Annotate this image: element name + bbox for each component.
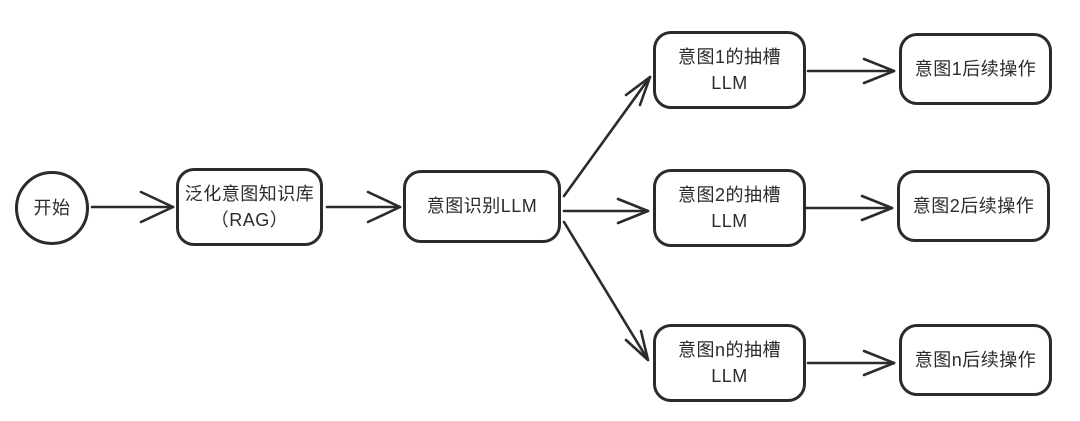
arrow-slotn-to-actionn	[806, 349, 896, 377]
node-start-label: 开始	[33, 197, 71, 218]
node-action2-label: 意图2后续操作	[912, 195, 1035, 216]
node-actionn-label: 意图n后续操作	[914, 349, 1037, 370]
arrow-rag-to-intent-llm	[325, 190, 402, 224]
node-action-n: 意图n后续操作	[899, 324, 1052, 396]
node-slot2-label-line1: 意图2的抽槽	[677, 184, 781, 205]
node-slot-llm-n: 意图n的抽槽 LLM	[653, 324, 806, 402]
node-rag-label-line2: （RAG）	[210, 210, 289, 230]
node-slotn-label-line1: 意图n的抽槽	[677, 339, 781, 360]
arrow-slot2-to-action2	[804, 194, 894, 222]
arrow-intent-to-slot2	[562, 197, 650, 225]
node-rag-knowledge-base: 泛化意图知识库 （RAG）	[176, 168, 323, 246]
node-slotn-label-line2: LLM	[711, 366, 748, 386]
node-slot1-label-line1: 意图1的抽槽	[677, 46, 781, 67]
node-start: 开始	[15, 171, 89, 245]
node-slot-llm-2: 意图2的抽槽 LLM	[653, 169, 806, 247]
node-intent-llm-label: 意图识别LLM	[426, 196, 538, 217]
node-slot1-label-line2: LLM	[711, 73, 748, 93]
arrow-start-to-rag	[90, 190, 175, 224]
node-action-1: 意图1后续操作	[899, 33, 1052, 105]
node-rag-label-line1: 泛化意图知识库	[184, 183, 315, 204]
arrow-intent-to-slot1	[562, 75, 652, 198]
node-action1-label: 意图1后续操作	[914, 58, 1037, 79]
node-intent-recognition-llm: 意图识别LLM	[403, 170, 561, 243]
arrow-slot1-to-action1	[806, 57, 896, 85]
node-slot-llm-1: 意图1的抽槽 LLM	[653, 31, 806, 109]
node-slot2-label-line2: LLM	[711, 211, 748, 231]
node-action-2: 意图2后续操作	[897, 170, 1050, 242]
arrow-intent-to-slotn	[562, 220, 650, 362]
